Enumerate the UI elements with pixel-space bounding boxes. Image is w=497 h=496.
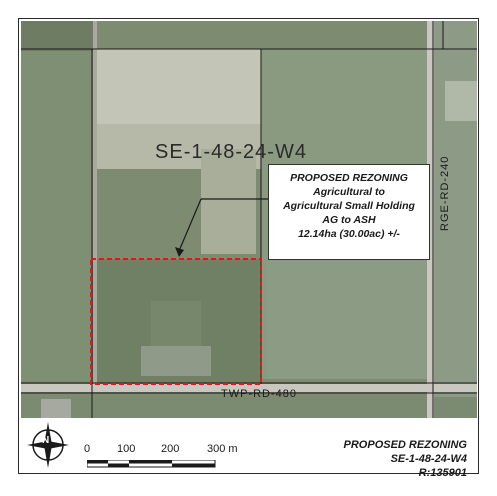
aerial-map[interactable]: SE-1-48-24-W4 TWP-RD-480 RGE-RD-240 PROP… <box>21 21 477 418</box>
road-label-rge-rd-240: RGE-RD-240 <box>439 155 451 231</box>
callout-line-5: 12.14ha (30.00ac) +/- <box>298 228 400 240</box>
scale-bar <box>87 460 216 468</box>
map-legend: N 0 100 200 300 m PROPOSED REZONING SE-1… <box>21 418 477 479</box>
callout-line-4: AG to ASH <box>322 214 376 226</box>
rezoning-callout: PROPOSED REZONING Agricultural to Agricu… <box>268 164 430 260</box>
callout-line-3: Agricultural Small Holding <box>283 200 415 212</box>
north-arrow-icon <box>27 422 69 468</box>
scale-tick-200: 200 <box>161 443 180 455</box>
scale-tick-300: 300 m <box>207 443 238 455</box>
title-line-3: R:135901 <box>418 467 467 479</box>
callout-line-2: Agricultural to <box>313 186 385 198</box>
parcel-label: SE-1-48-24-W4 <box>155 141 307 163</box>
scale-tick-0: 0 <box>84 443 91 455</box>
map-title-block: PROPOSED REZONING SE-1-48-24-W4 R:135901 <box>344 438 467 480</box>
road-label-twp-rd-480: TWP-RD-480 <box>221 388 298 400</box>
north-label: N <box>42 435 50 446</box>
title-line-2: SE-1-48-24-W4 <box>390 453 467 465</box>
callout-line-1: PROPOSED REZONING <box>290 172 408 184</box>
title-line-1: PROPOSED REZONING <box>343 439 467 451</box>
scale-tick-100: 100 <box>117 443 136 455</box>
